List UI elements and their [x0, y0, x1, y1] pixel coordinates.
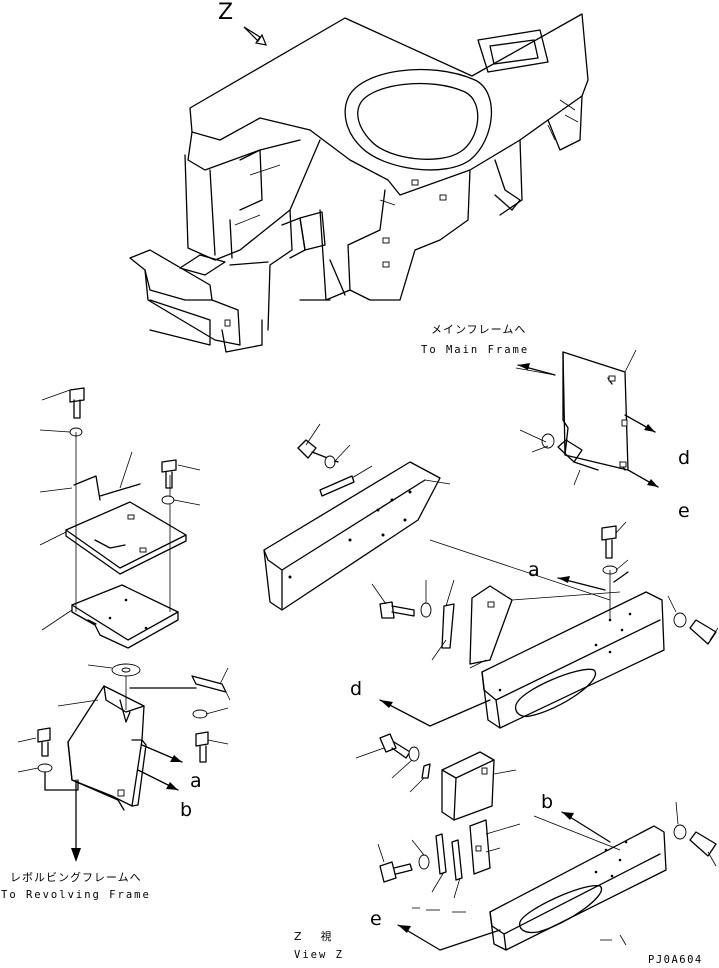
- callout-b-right: b: [541, 791, 554, 813]
- left-lower-cover: [17, 663, 231, 862]
- callout-d-left: d: [350, 678, 363, 700]
- view-caption-en: View Z: [294, 949, 344, 961]
- callout-a-left: a: [190, 770, 202, 792]
- left-plate-stack: [39, 387, 201, 649]
- right-middle-channel: [371, 521, 719, 729]
- view-z-arrow-icon: [243, 26, 267, 46]
- to-main-frame-jp: メインフレームへ: [431, 323, 527, 336]
- callout-e-left: e: [370, 908, 382, 930]
- callout-b-left: b: [180, 799, 193, 821]
- to-revolving-frame-en: To Revolving Frame: [1, 889, 151, 901]
- main-frame-bracket: [515, 349, 637, 486]
- callout-a-right: a: [528, 559, 540, 581]
- upper-channel-plate: [263, 423, 451, 611]
- view-caption-jp: Z 視: [294, 930, 336, 943]
- callout-d-right: d: [678, 447, 691, 469]
- view-z-label: Z: [218, 0, 234, 25]
- main-frame-assembly: [129, 13, 589, 353]
- to-main-frame-en: To Main Frame: [421, 344, 530, 356]
- to-revolving-frame-jp: レボルビングフレームへ: [10, 871, 142, 884]
- drawing-number: PJ0A604: [648, 954, 703, 966]
- right-lower-channel: [355, 733, 717, 951]
- callout-e-right: e: [678, 500, 690, 522]
